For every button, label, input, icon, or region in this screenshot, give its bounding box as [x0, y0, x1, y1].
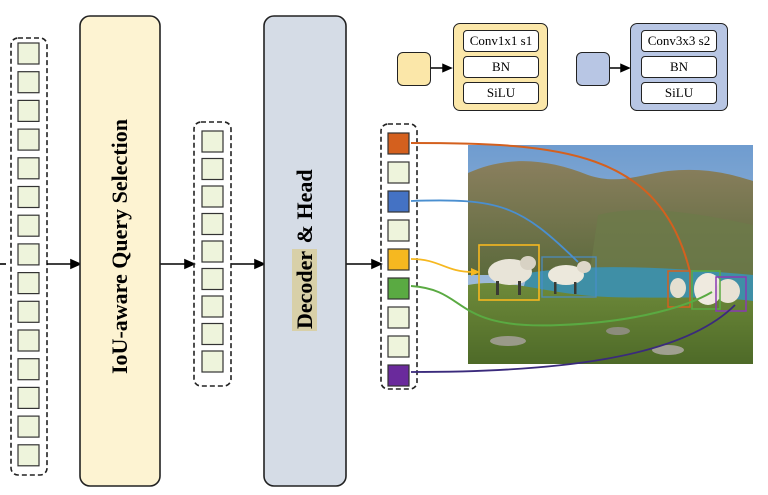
legend-swatch-yellow: [397, 52, 431, 86]
output-query-square: [387, 190, 410, 213]
token-square: [17, 300, 40, 323]
token-square: [17, 185, 40, 209]
token-square: [17, 329, 40, 352]
token-square: [17, 128, 40, 151]
token-square: [201, 130, 224, 153]
bn-row: BN: [641, 56, 717, 78]
token-square: [201, 212, 224, 236]
output-query-square: [387, 364, 410, 387]
token-square: [17, 444, 40, 467]
conv3x3-row: Conv3x3 s2: [641, 30, 717, 52]
legend-swatch-blue: [576, 52, 610, 86]
head-label: & Head: [292, 169, 317, 244]
output-query-square: [387, 219, 410, 242]
sheep-3: [670, 278, 686, 298]
selected-query-column: [193, 121, 232, 387]
token-square: [17, 386, 40, 409]
query-selection-label: IoU-aware Query Selection: [107, 119, 132, 374]
token-square: [201, 350, 224, 373]
detection-photo: [468, 145, 753, 364]
token-square: [17, 272, 40, 295]
silu-row: SiLU: [463, 82, 539, 104]
legend-arrows: [430, 63, 631, 73]
token-square: [17, 99, 40, 123]
input-token-column: [10, 37, 48, 476]
conv1x1-row: Conv1x1 s1: [463, 30, 539, 52]
token-square: [17, 358, 40, 381]
token-square: [17, 415, 40, 438]
token-square: [201, 322, 224, 346]
flow-arrows: [0, 258, 383, 270]
output-query-square: [387, 161, 410, 184]
output-query-column: [380, 123, 418, 390]
output-query-square: [387, 277, 410, 300]
token-square: [201, 157, 224, 181]
output-query-square: [387, 306, 410, 329]
conv1x1-legend-box: Conv1x1 s1 BN SiLU: [453, 23, 548, 111]
silu-row: SiLU: [641, 82, 717, 104]
token-square: [17, 243, 40, 266]
output-query-square: [387, 248, 410, 271]
bn-row: BN: [463, 56, 539, 78]
token-square: [17, 71, 40, 94]
token-square: [201, 267, 224, 291]
token-square: [17, 42, 40, 65]
output-query-square: [387, 132, 410, 155]
token-square: [17, 157, 40, 180]
token-square: [201, 240, 224, 263]
token-square: [201, 295, 224, 318]
query-selection-block: [79, 15, 161, 487]
token-square: [201, 185, 224, 208]
output-query-square: [387, 335, 410, 358]
token-square: [17, 214, 40, 237]
decoder-label: Decoder: [292, 248, 317, 331]
conv3x3-legend-box: Conv3x3 s2 BN SiLU: [630, 23, 728, 111]
decoder-head-label: Decoder & Head: [292, 169, 318, 331]
